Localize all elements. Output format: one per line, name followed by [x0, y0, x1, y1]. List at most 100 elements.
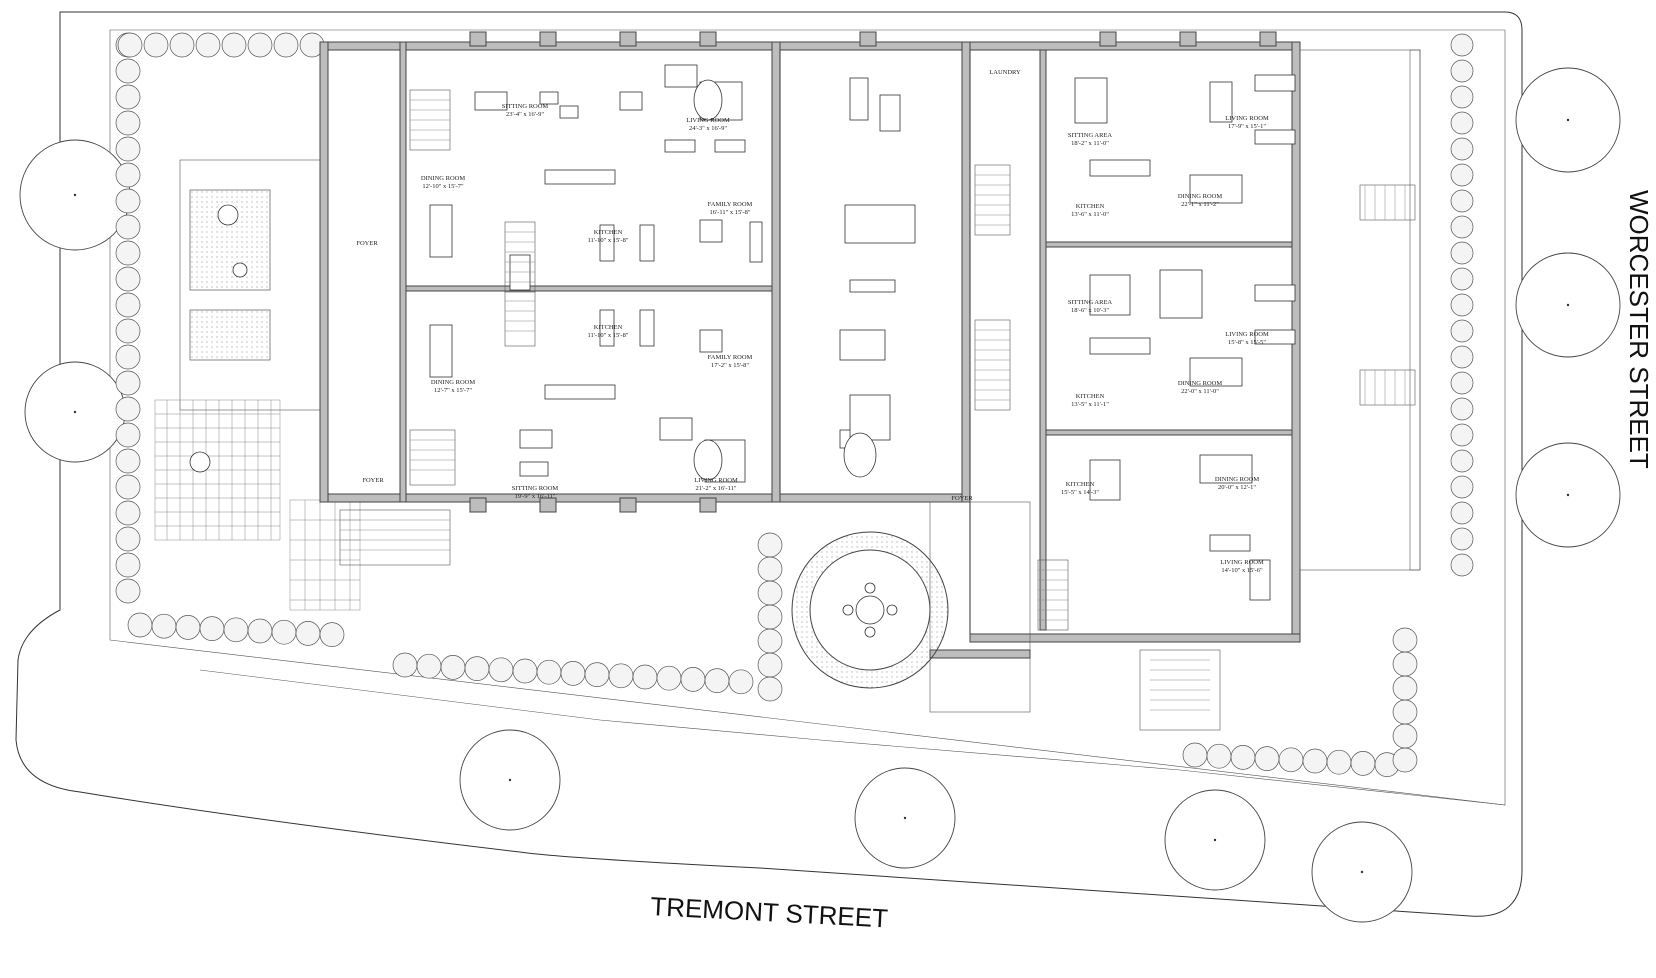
shrub: [757, 676, 783, 702]
shrub: [464, 656, 490, 681]
svg-text:FOYER: FOYER: [362, 477, 384, 484]
shrub: [115, 526, 141, 552]
svg-text:12'-10" x 15'-7": 12'-10" x 15'-7": [422, 183, 464, 190]
shrub: [1450, 475, 1474, 499]
shrub: [757, 556, 783, 582]
shrub: [1450, 527, 1474, 551]
shrub: [115, 344, 141, 370]
shrub: [115, 136, 141, 162]
furniture-piece: [1189, 174, 1243, 204]
furniture-piece: [619, 91, 643, 111]
svg-text:17'-9" x 15'-1": 17'-9" x 15'-1": [1228, 123, 1266, 130]
shrub: [1450, 189, 1474, 213]
shrub: [1392, 651, 1418, 677]
shrub: [175, 615, 201, 640]
furniture-piece: [1209, 534, 1251, 552]
furniture-piece: [659, 417, 693, 441]
furniture-piece: [599, 309, 615, 347]
shrub: [1450, 137, 1474, 161]
furniture-piece: [1254, 329, 1296, 345]
svg-text:LIVING ROOM: LIVING ROOM: [1220, 559, 1264, 566]
shrub: [584, 662, 610, 687]
shrub: [1450, 241, 1474, 265]
shrub: [1350, 751, 1376, 776]
shrub: [392, 652, 418, 678]
shrub: [115, 162, 141, 188]
svg-text:KITCHEN: KITCHEN: [1076, 393, 1105, 400]
shrub: [1450, 501, 1474, 525]
furniture-piece: [749, 221, 763, 263]
room-label-10: FOYER: [362, 477, 384, 484]
shrub: [273, 32, 299, 58]
furniture-piece: [544, 169, 616, 185]
shrub: [1450, 423, 1474, 447]
oval-table: [693, 79, 723, 121]
furniture: [429, 64, 1296, 601]
furniture-piece: [1189, 357, 1243, 387]
shrub: [488, 657, 514, 683]
furniture-piece: [839, 329, 886, 361]
street-trees: [19, 67, 1621, 923]
shrub: [1450, 293, 1474, 317]
shrub: [1450, 345, 1474, 369]
shrub: [1392, 675, 1418, 701]
shrub: [1450, 397, 1474, 421]
furniture-piece: [664, 64, 698, 88]
svg-text:22'-0" x 11'-0": 22'-0" x 11'-0": [1181, 388, 1219, 395]
svg-text:11'-10" x 15'-8": 11'-10" x 15'-8": [588, 237, 629, 244]
svg-text:17'-2" x 15'-8": 17'-2" x 15'-8": [711, 362, 749, 369]
shrub: [416, 653, 442, 679]
shrub: [1302, 748, 1328, 774]
shrub: [1230, 745, 1256, 770]
svg-text:20'-0" x 12'-1": 20'-0" x 12'-1": [1218, 484, 1256, 491]
shrub: [757, 628, 783, 654]
svg-text:18'-2" x 11'-0": 18'-2" x 11'-0": [1071, 140, 1109, 147]
svg-text:23'-4" x 16'-9": 23'-4" x 16'-9": [506, 111, 544, 118]
shrub: [1450, 371, 1474, 395]
svg-text:KITCHEN: KITCHEN: [594, 324, 623, 331]
shrub: [1450, 553, 1474, 577]
furniture-piece: [699, 329, 723, 353]
shrub: [295, 621, 321, 646]
furniture-piece: [429, 204, 453, 258]
shrub: [1450, 59, 1474, 83]
furniture-piece: [1254, 74, 1296, 92]
shrub: [115, 370, 141, 396]
furniture-piece: [1089, 459, 1121, 501]
svg-text:FAMILY ROOM: FAMILY ROOM: [708, 201, 753, 208]
svg-text:LIVING ROOM: LIVING ROOM: [694, 477, 738, 484]
shrub: [115, 318, 141, 344]
svg-text:SITTING AREA: SITTING AREA: [1068, 299, 1113, 306]
furniture-piece: [664, 139, 696, 153]
svg-text:13'-6" x 11'-0": 13'-6" x 11'-0": [1071, 211, 1109, 218]
shrub: [115, 552, 141, 578]
oval-table: [693, 439, 723, 481]
room-label-4: FOYER: [356, 240, 378, 247]
shrub: [1450, 111, 1474, 135]
shrub: [704, 668, 730, 693]
shrub: [1450, 33, 1474, 57]
shrub: [115, 474, 141, 500]
shrub: [1392, 747, 1418, 773]
shrub: [536, 659, 562, 685]
shrub: [115, 292, 141, 318]
svg-text:FOYER: FOYER: [356, 240, 378, 247]
shrub: [1450, 163, 1474, 187]
street-label-worcester: WORCESTER STREET: [1624, 190, 1654, 469]
shrub: [271, 619, 297, 645]
shrub: [1450, 267, 1474, 291]
shrub: [1392, 699, 1418, 725]
shrub: [560, 661, 586, 686]
shrub: [1206, 743, 1232, 769]
svg-text:SITTING ROOM: SITTING ROOM: [502, 103, 549, 110]
shrub: [1392, 723, 1418, 749]
svg-text:18'-6" x 10'-3": 18'-6" x 10'-3": [1071, 307, 1109, 314]
